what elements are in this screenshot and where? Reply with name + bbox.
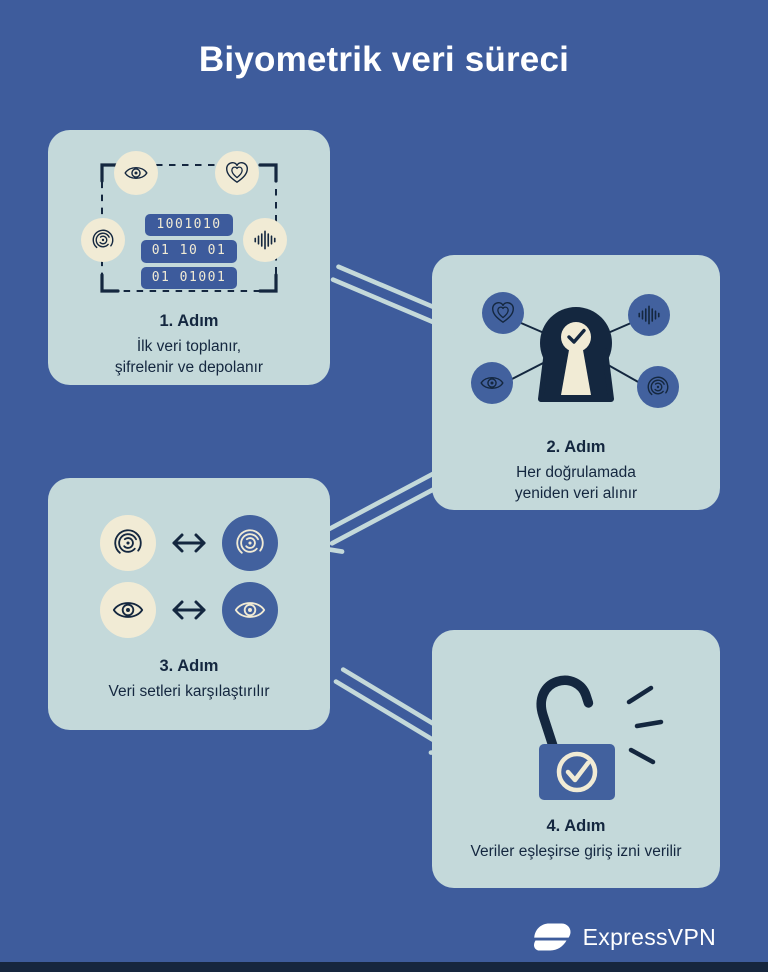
verification-graphic: [471, 292, 679, 408]
flow-arrow-step3-step4: [333, 667, 465, 755]
step-4-label: 4. Adım: [546, 817, 606, 835]
step-1-card: 1001010 01 10 01 01 01001 1. Adım İlk ve…: [48, 130, 330, 385]
flow-arrow-step2-step3: [308, 470, 443, 554]
step-3-desc: Veri setleri karşılaştırılır: [108, 683, 270, 700]
fingerprint-icon: [81, 218, 125, 262]
eye-icon: [114, 151, 158, 195]
padlock-icon: [536, 675, 664, 800]
step-3-card: 3. Adım Veri setleri karşılaştırılır: [48, 478, 330, 730]
step-4-desc: Veriler eşleşirse giriş izni verilir: [470, 843, 682, 860]
check-icon: [567, 328, 586, 344]
double-arrow-icon: [172, 600, 206, 620]
expressvpn-logo: ExpressVPN: [529, 921, 716, 953]
bottom-strip: [0, 962, 768, 972]
heart-icon: [482, 292, 524, 334]
step-2-label: 2. Adım: [546, 438, 606, 456]
scan-frame: [100, 163, 278, 293]
soundwave-icon: [243, 218, 287, 262]
step-2-card: 2. Adım Her doğrulamada yeniden veri alı…: [432, 255, 720, 510]
check-icon: [565, 760, 591, 783]
step-1-desc: İlk veri toplanır, şifrelenir ve depolan…: [114, 338, 264, 377]
eye-icon: [100, 582, 156, 638]
fingerprint-icon: [100, 515, 156, 571]
step-2-desc: Her doğrulamada yeniden veri alınır: [514, 464, 638, 503]
brand-name: ExpressVPN: [582, 923, 716, 950]
shackle: [536, 675, 594, 751]
step-1-label: 1. Adım: [159, 312, 219, 330]
binary-chip: 01 10 01: [140, 240, 238, 263]
double-arrow-icon: [172, 533, 206, 553]
page-title: Biyometrik veri süreci: [198, 40, 570, 79]
keyhole-head-icon: [538, 307, 614, 402]
step-4-card: 4. Adım Veriler eşleşirse giriş izni ver…: [432, 630, 720, 888]
step-3-label: 3. Adım: [159, 657, 219, 675]
expressvpn-icon: [533, 923, 571, 951]
binary-chip: 01 01001: [140, 266, 238, 289]
heart-icon: [215, 151, 259, 195]
emphasis-lines-icon: [626, 685, 664, 765]
binary-chip: 1001010: [145, 214, 233, 237]
flow-arrow-step1-step2: [330, 264, 470, 340]
fingerprint-icon: [222, 515, 278, 571]
binary-chips: 1001010 01 10 01 01 01001: [99, 214, 279, 289]
eye-icon: [222, 582, 278, 638]
